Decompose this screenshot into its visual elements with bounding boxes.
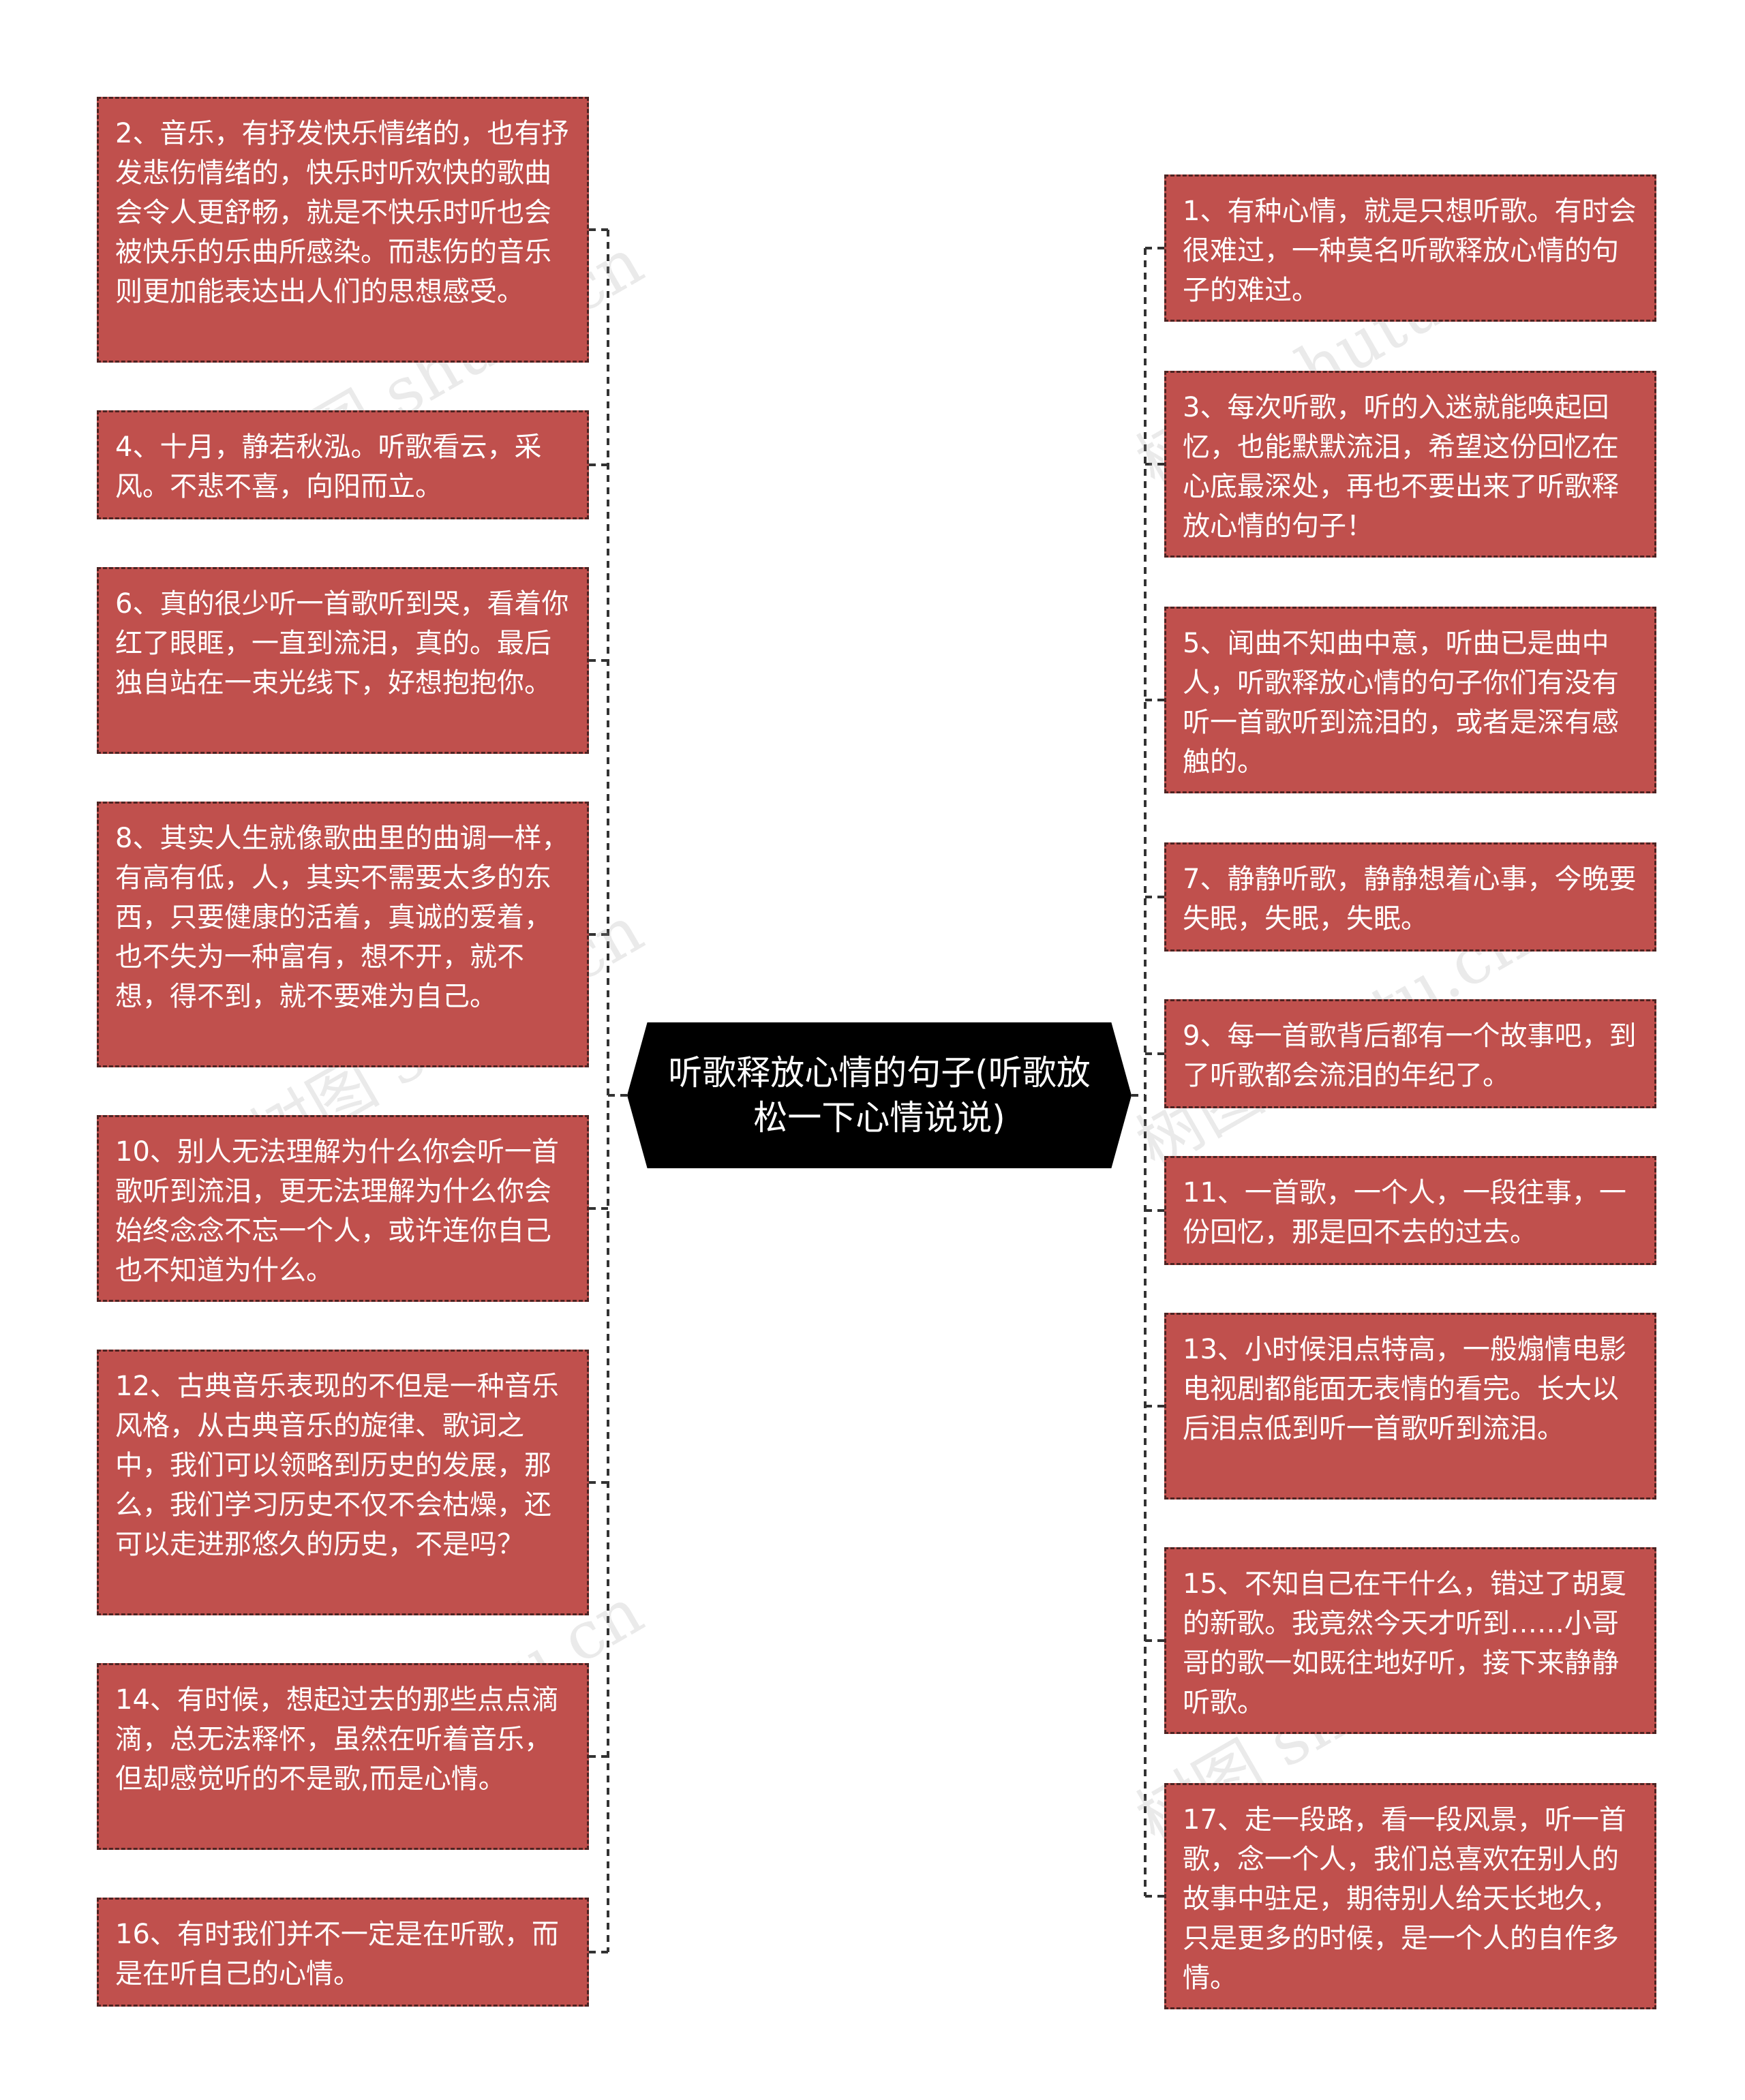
left-node-6[interactable]: 12、古典音乐表现的不但是一种音乐风格，从古典音乐的旋律、歌词之中，我们可以领略… — [97, 1350, 589, 1615]
left-node-3[interactable]: 6、真的很少听一首歌听到哭，看着你红了眼眶，一直到流泪，真的。最后独自站在一束光… — [97, 567, 589, 754]
right-node-1[interactable]: 1、有种心情，就是只想听歌。有时会很难过，一种莫名听歌释放心情的句子的难过。 — [1164, 174, 1656, 322]
right-node-4[interactable]: 7、静静听歌，静静想着心事，今晚要失眠，失眠，失眠。 — [1164, 842, 1656, 952]
left-node-4[interactable]: 8、其实人生就像歌曲里的曲调一样，有高有低，人，其实不需要太多的东西，只要健康的… — [97, 802, 589, 1067]
right-node-5[interactable]: 9、每一首歌背后都有一个故事吧，到了听歌都会流泪的年纪了。 — [1164, 999, 1656, 1108]
right-node-6[interactable]: 11、一首歌，一个人，一段往事，一份回忆，那是回不去的过去。 — [1164, 1156, 1656, 1265]
right-node-3[interactable]: 5、闻曲不知曲中意，听曲已是曲中人，听歌释放心情的句子你们有没有听一首歌听到流泪… — [1164, 607, 1656, 793]
left-node-8[interactable]: 16、有时我们并不一定是在听歌，而是在听自己的心情。 — [97, 1898, 589, 2007]
left-node-5[interactable]: 10、别人无法理解为什么你会听一首歌听到流泪，更无法理解为什么你会始终念念不忘一… — [97, 1115, 589, 1302]
left-node-2[interactable]: 4、十月，静若秋泓。听歌看云，采风。不悲不喜，向阳而立。 — [97, 410, 589, 519]
right-node-7[interactable]: 13、小时候泪点特高，一般煽情电影电视剧都能面无表情的看完。长大以后泪点低到听一… — [1164, 1313, 1656, 1500]
right-node-9[interactable]: 17、走一段路，看一段风景，听一首歌，念一个人，我们总喜欢在别人的故事中驻足，期… — [1164, 1783, 1656, 2009]
left-node-7[interactable]: 14、有时候，想起过去的那些点点滴滴，总无法释怀，虽然在听着音乐，但却感觉听的不… — [97, 1663, 589, 1850]
right-node-2[interactable]: 3、每次听歌，听的入迷就能唤起回忆，也能默默流泪，希望这份回忆在心底最深处，再也… — [1164, 371, 1656, 558]
right-node-8[interactable]: 15、不知自己在干什么，错过了胡夏的新歌。我竟然今天才听到……小哥哥的歌一如既往… — [1164, 1547, 1656, 1734]
central-topic[interactable]: 听歌释放心情的句子(听歌放松一下心情说说) — [627, 1022, 1132, 1168]
left-node-1[interactable]: 2、音乐，有抒发快乐情绪的，也有抒发悲伤情绪的，快乐时听欢快的歌曲会令人更舒畅，… — [97, 97, 589, 363]
